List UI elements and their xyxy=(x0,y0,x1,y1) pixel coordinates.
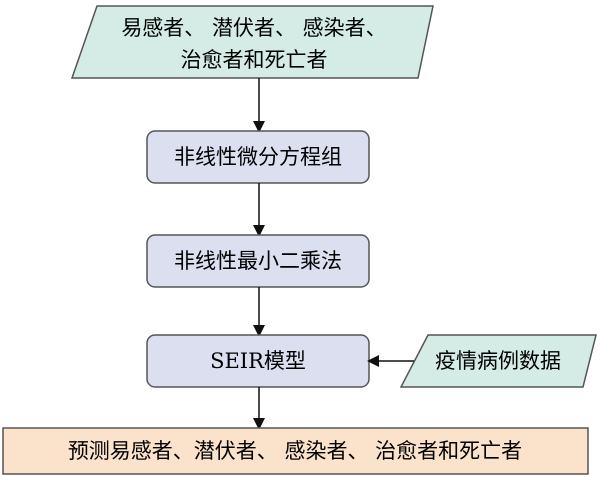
ode-system-shape xyxy=(146,130,370,184)
seir-model-node: SEIR模型 xyxy=(146,334,370,388)
least-squares-label: 非线性最小二乘法 xyxy=(174,249,342,273)
case-data-node: 疫情病例数据 xyxy=(399,334,597,388)
input-states-line2: 治愈者和死亡者 xyxy=(181,48,328,72)
case-data-shape xyxy=(399,334,597,388)
input-states-shape xyxy=(70,5,434,79)
prediction-node: 预测易感者、潜伏者、 感染者、 治愈者和死亡者 xyxy=(2,427,589,475)
ode-system-node: 非线性微分方程组 xyxy=(146,130,370,184)
ode-system-label: 非线性微分方程组 xyxy=(174,145,342,169)
least-squares-node: 非线性最小二乘法 xyxy=(146,234,370,288)
input-states-line1: 易感者、 潜伏者、 感染者、 xyxy=(121,16,386,40)
prediction-label: 预测易感者、潜伏者、 感染者、 治愈者和死亡者 xyxy=(68,439,522,463)
input-states-node: 易感者、 潜伏者、 感染者、 治愈者和死亡者 xyxy=(70,5,434,79)
prediction-shape xyxy=(2,427,589,475)
case-data-label: 疫情病例数据 xyxy=(435,349,561,373)
seir-model-label: SEIR模型 xyxy=(210,349,306,373)
least-squares-shape xyxy=(146,234,370,288)
